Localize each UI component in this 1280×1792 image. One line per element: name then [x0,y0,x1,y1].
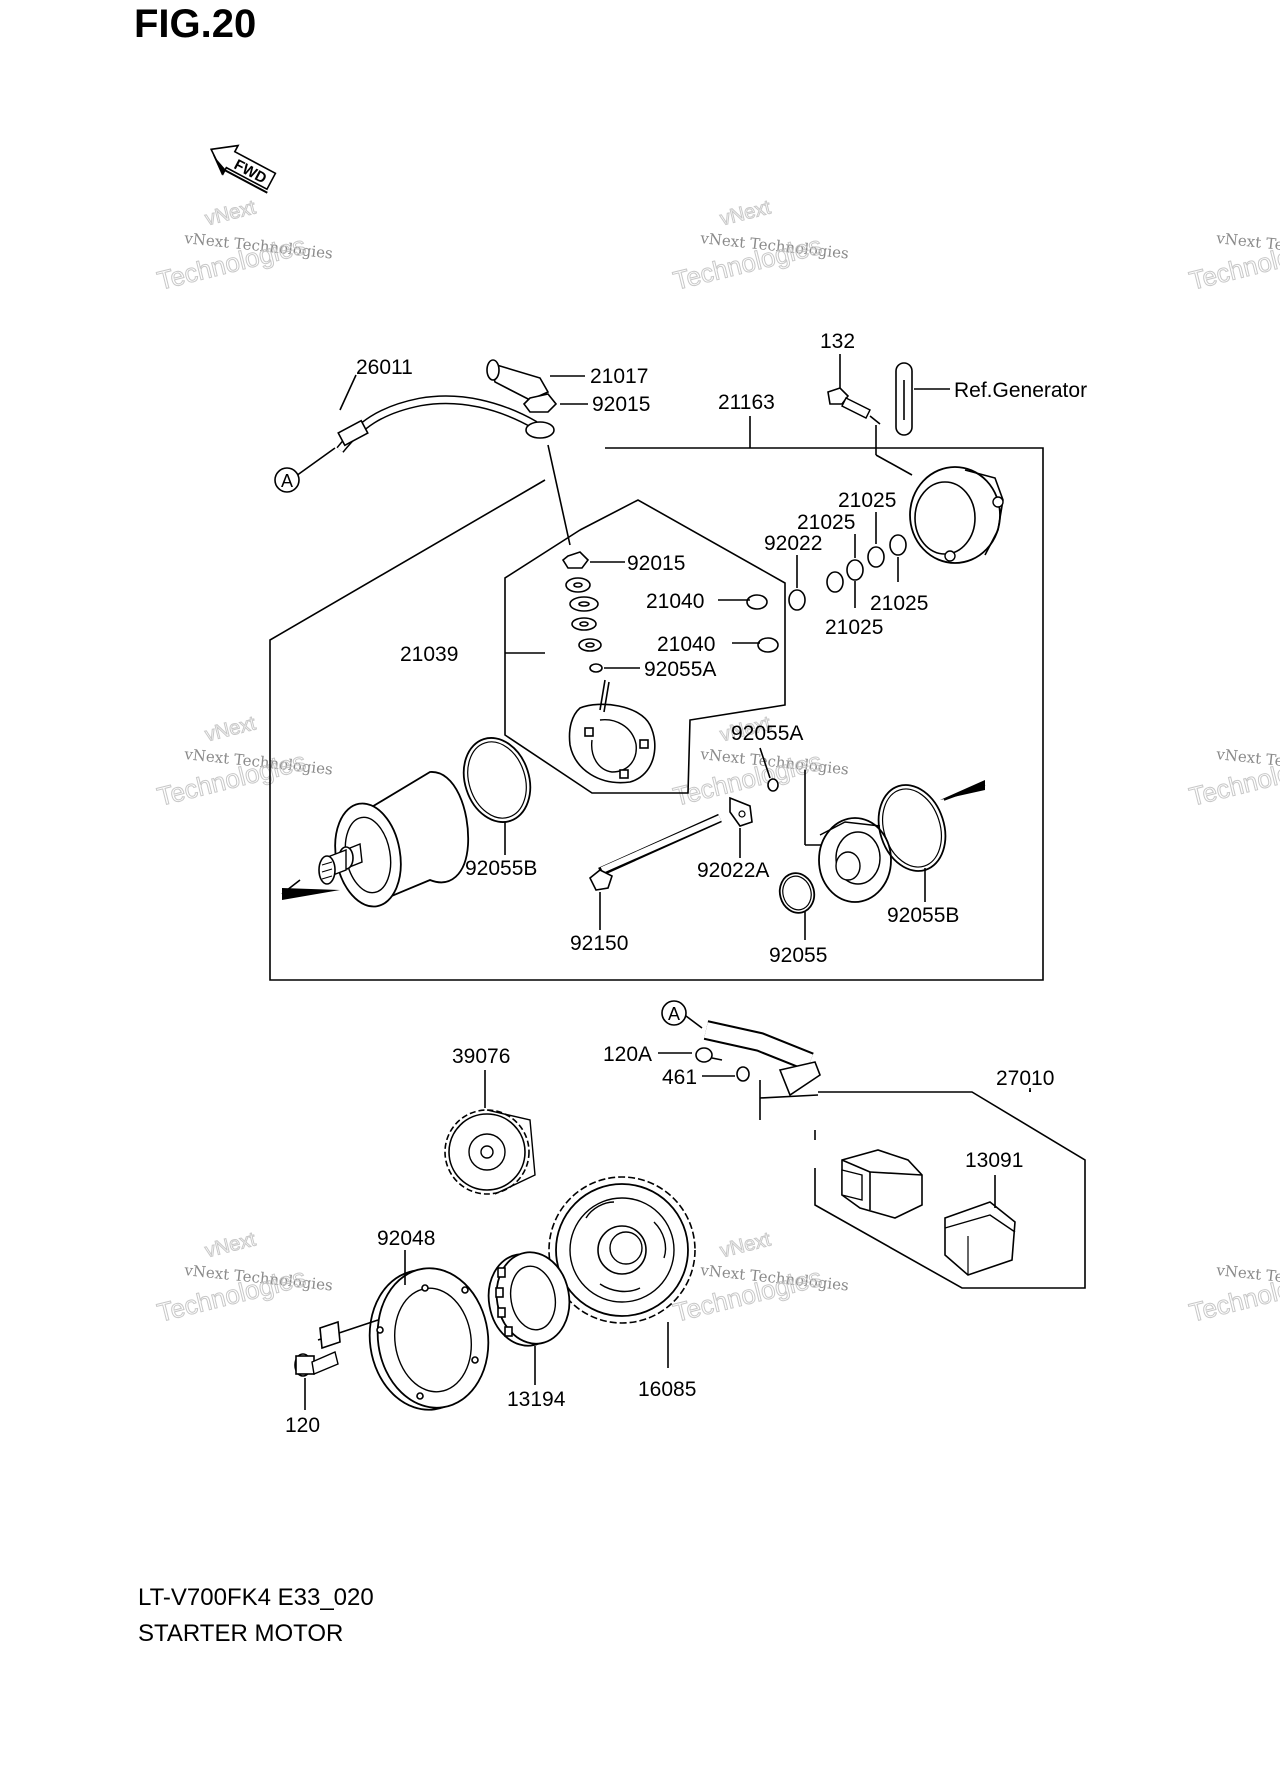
part-label-21025: 21025 [870,592,928,615]
part-label-27010: 27010 [996,1067,1054,1090]
part-label-120: 120 [285,1414,320,1437]
terminal-nut-top [522,393,588,546]
relay-cable [703,1020,821,1120]
end-cover [909,466,1004,564]
part-label-92015: 92015 [627,552,685,575]
fwd-arrow-icon: FWD [209,144,277,194]
washer-461 [702,1066,750,1082]
svg-text:A: A [281,471,293,491]
watermark-text-small: vNext [203,1228,258,1262]
bolt-120 [294,1319,379,1410]
part-label-21017: 21017 [590,365,648,388]
part-label-461: 461 [662,1066,697,1089]
connector-a-marker: A [274,467,300,493]
part-label-92150: 92150 [570,932,628,955]
diagram-caption: STARTER MOTOR [138,1620,344,1647]
part-label-92022: 92022 [764,532,822,555]
clutch-plate [368,1250,490,1411]
part-label-21040: 21040 [646,590,704,613]
model-code: LT-V700FK4 E33_020 [138,1584,374,1611]
part-label-120A: 120A [603,1043,652,1066]
battery-cable [295,395,555,477]
part-label-92022A: 92022A [697,859,769,882]
generator-lead-bracket [875,362,950,476]
part-label-21163: 21163 [718,391,775,414]
brush-holder [568,679,656,784]
part-label-16085: 16085 [638,1378,696,1401]
mounting-bolt-132 [827,354,881,425]
part-label-21040: 21040 [657,633,715,656]
watermark-group: vNext vNext Technologies Technologies vN… [154,196,1280,1328]
assembly-outline-21039 [504,499,786,794]
washer-set-21025 [826,512,907,608]
insulator-stack [505,551,640,673]
through-bolt [588,813,722,930]
reference-note: Ref.Generator [954,379,1087,402]
terminal-cap [486,359,585,401]
watermark-text-small: vNext [203,712,258,746]
front-bracket [818,817,892,903]
connector-a-marker-lower: A [661,1000,703,1029]
lock-washer-92022A [729,796,753,858]
part-label-21025: 21025 [825,616,883,639]
part-label-92055: 92055 [769,944,827,967]
assembly-outline-27010 [814,1091,1086,1289]
part-label-92055A: 92055A [644,658,716,681]
part-label-13194: 13194 [507,1388,566,1411]
part-label-92015: 92015 [592,393,650,416]
svg-text:A: A [668,1004,680,1024]
relay-cover [944,1175,1016,1276]
part-label-21039: 21039 [400,643,458,666]
watermark-text-small: vNext [718,196,773,230]
assembly-outline-21163 [269,447,1044,981]
starter-relay [814,1130,923,1219]
part-label-21025: 21025 [838,489,896,512]
part-labels: 26011 21017 92015 21163 132 Ref.Generato… [285,330,1087,1437]
terminal-clip-a [718,594,768,610]
part-label-132: 132 [820,330,855,353]
one-way-clutch [487,1251,571,1385]
o-ring-right [877,780,986,902]
part-label-92055A: 92055A [731,722,803,745]
part-label-26011: 26011 [356,356,413,379]
washer-92022 [788,555,806,611]
watermark-text-small: vNext [203,196,258,230]
o-ring-92055 [778,872,816,940]
terminal-clip-b [732,637,779,653]
bolt-120A [658,1047,723,1063]
part-label-92055B: 92055B [465,857,537,880]
watermark-text-small: vNext [718,1228,773,1262]
starter-clutch-gear [548,1176,696,1368]
motor-body [281,771,470,908]
part-label-39076: 39076 [452,1045,510,1068]
figure-title: FIG.20 [134,2,257,46]
o-ring-left [462,737,532,855]
part-label-13091: 13091 [965,1149,1023,1172]
idle-gear [444,1070,536,1195]
o-ring-small [759,747,825,846]
part-label-92048: 92048 [377,1227,435,1250]
part-label-21025: 21025 [797,511,855,534]
part-label-92055B: 92055B [887,904,959,927]
